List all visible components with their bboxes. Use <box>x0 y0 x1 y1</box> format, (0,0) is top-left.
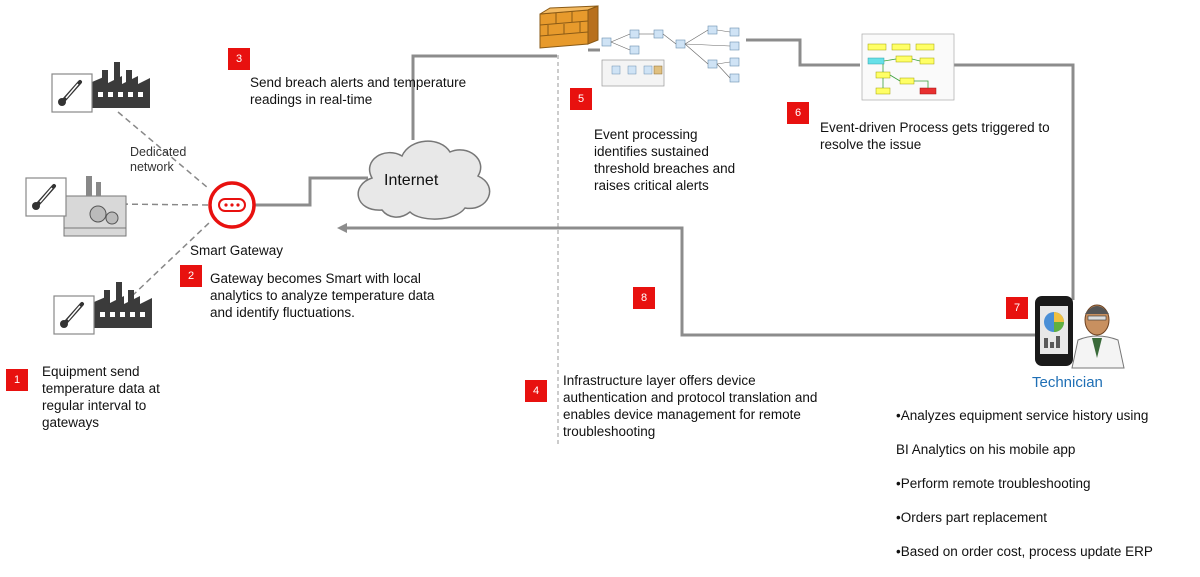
step-badge-6: 6 <box>787 102 809 124</box>
technician-action: •Orders part replacement <box>896 510 1048 525</box>
step-badge-8: 8 <box>633 287 655 309</box>
gateway-icon <box>208 181 256 229</box>
business-process-thumbnail <box>861 33 955 101</box>
smartphone-icon <box>1035 296 1073 366</box>
step-2-description: Gateway becomes Smart with local analyti… <box>210 271 435 320</box>
step-6-description: Event-driven Process gets triggered to r… <box>820 120 1050 152</box>
step-badge-1: 1 <box>6 369 28 391</box>
step-badge-3: 3 <box>228 48 250 70</box>
thermometer-icon <box>51 73 93 113</box>
technician-label: Technician <box>1032 374 1103 391</box>
factory-icon <box>92 62 150 108</box>
step-4-description: Infrastructure layer offers device authe… <box>563 373 818 439</box>
smart-gateway-label: Smart Gateway <box>190 243 284 258</box>
connector-lines <box>254 38 1075 337</box>
factory-icon <box>94 282 152 328</box>
step-badge-5: 5 <box>570 88 592 110</box>
thermometer-icon <box>25 177 67 217</box>
cloud-icon <box>357 140 491 220</box>
dedicated-network-links <box>111 111 211 297</box>
internet-label: Internet <box>384 172 439 189</box>
technician-action: BI Analytics on his mobile app <box>896 442 1076 457</box>
step-5-description: Event processing identifies sustained th… <box>594 127 736 193</box>
step-3-description: Send breach alerts and temperature readi… <box>250 75 467 107</box>
step-badge-2: 2 <box>180 265 202 287</box>
technician-icon <box>1071 304 1125 369</box>
event-processing-flow-thumbnail <box>601 25 740 87</box>
technician-action: •Perform remote troubleshooting <box>896 476 1091 491</box>
technician-actions-list: •Analyzes equipment service history usin… <box>896 390 1153 577</box>
factory-icon <box>63 176 127 237</box>
dedicated-network-label: Dedicated network <box>130 145 187 174</box>
firewall-icon <box>539 5 599 49</box>
technician-action: •Analyzes equipment service history usin… <box>896 408 1149 423</box>
step-badge-7: 7 <box>1006 297 1028 319</box>
step-1-description: Equipment send temperature data at regul… <box>42 364 160 430</box>
technician-action: •Based on order cost, process update ERP <box>896 544 1153 559</box>
iot-architecture-diagram <box>25 5 1125 445</box>
thermometer-icon <box>53 295 95 335</box>
step-badge-4: 4 <box>525 380 547 402</box>
